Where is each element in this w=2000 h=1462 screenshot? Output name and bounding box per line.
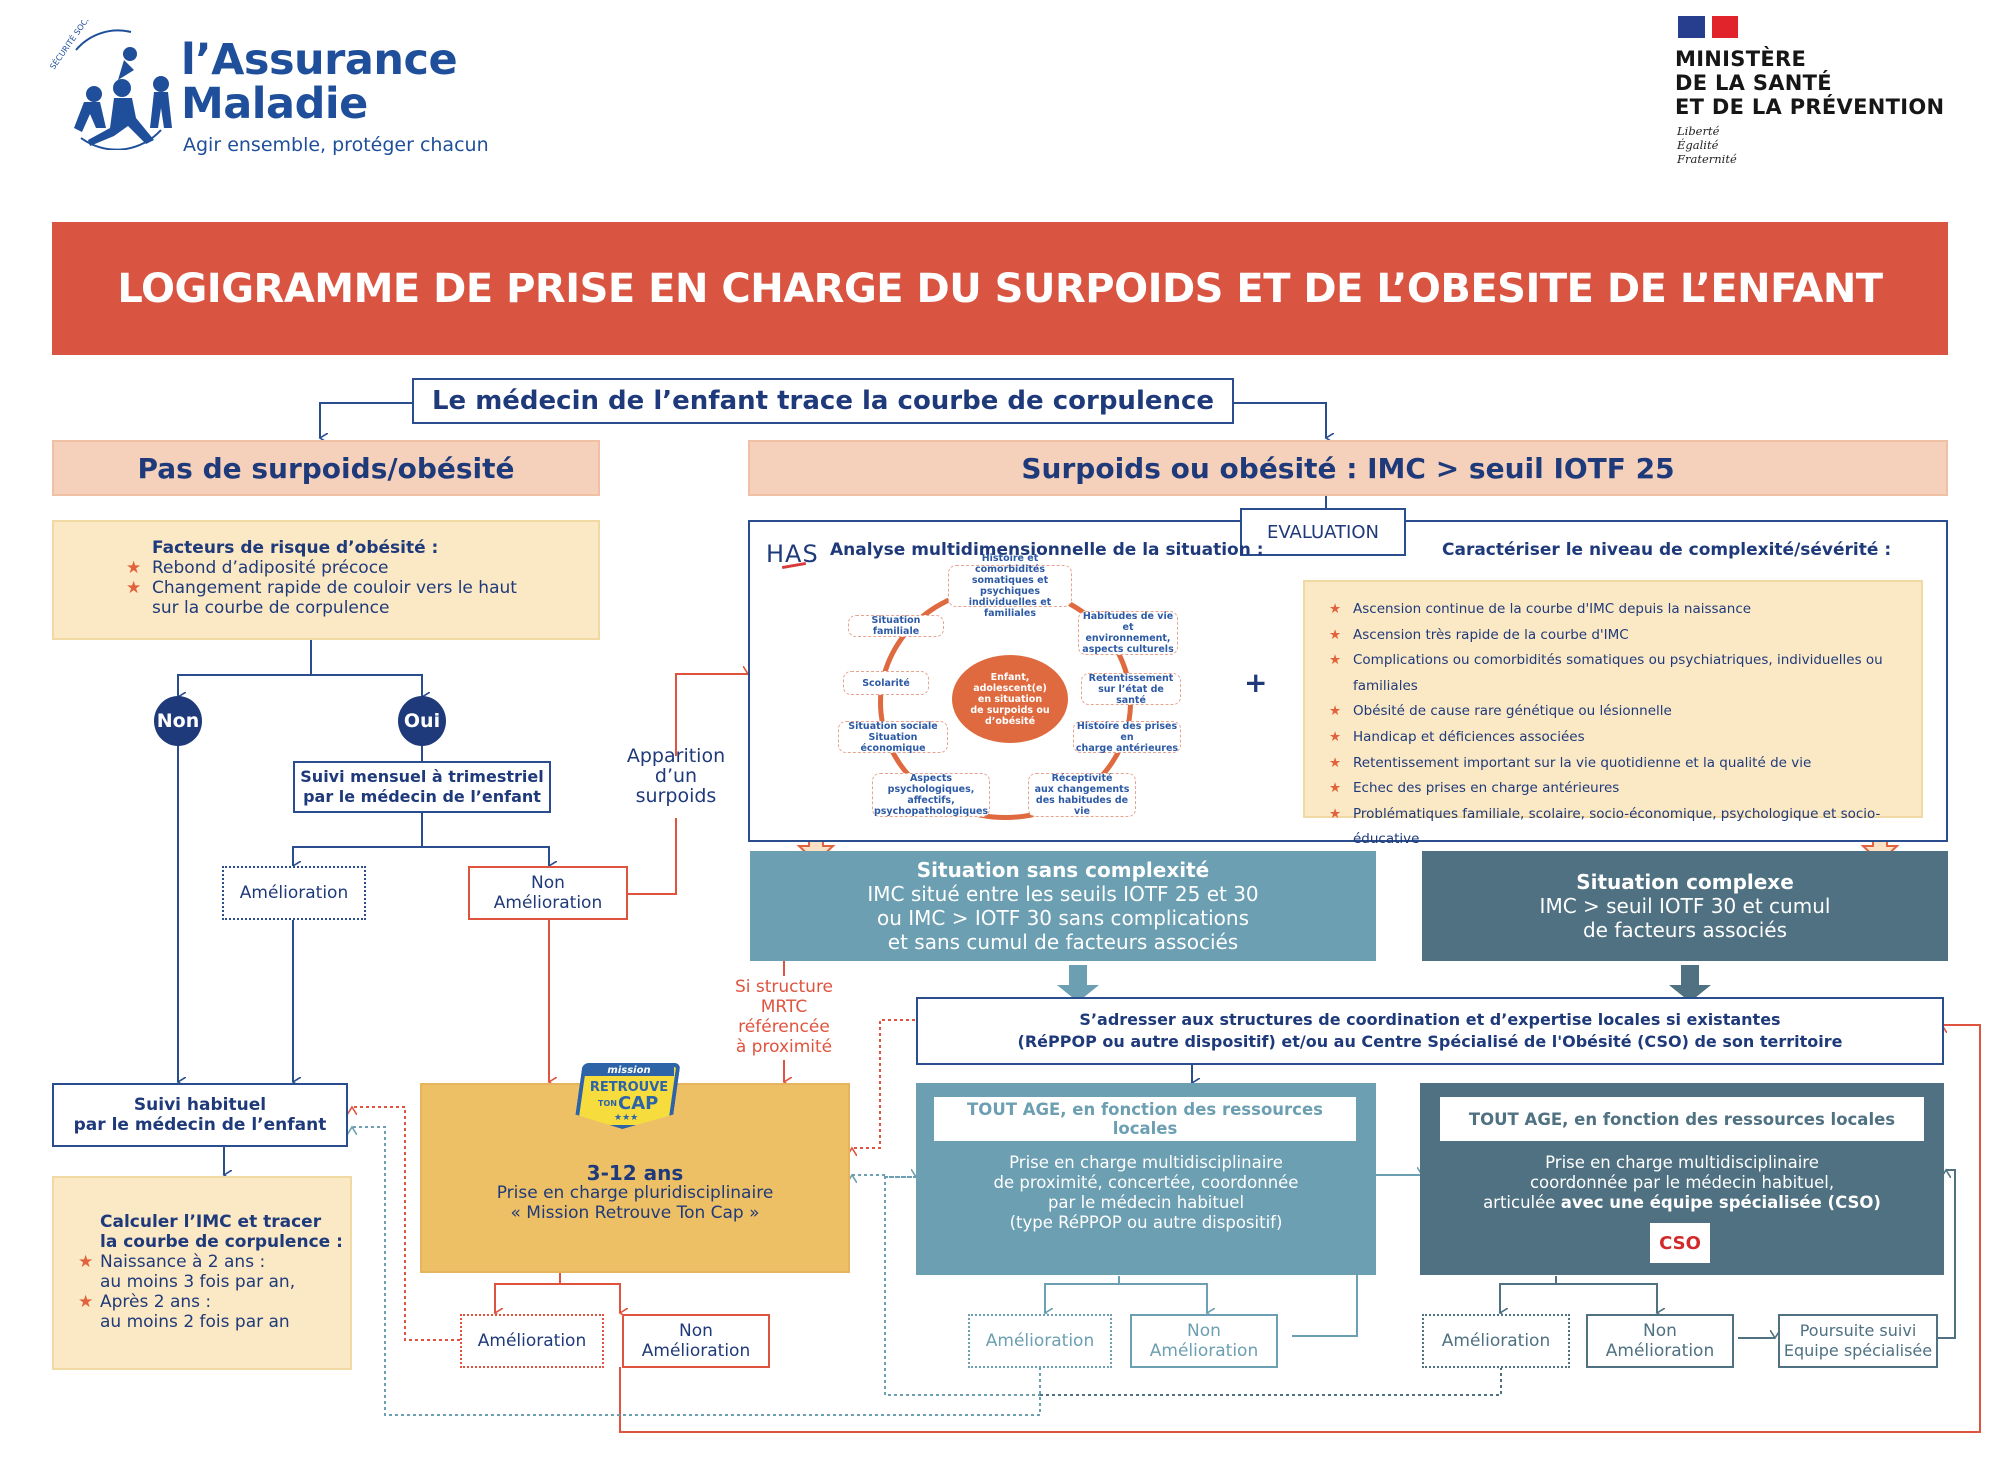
star-icon: ★	[1329, 780, 1342, 797]
ministere-line2: DE LA SANTÉ	[1675, 71, 1832, 95]
wheel-center-node: Enfant, adolescent(e) en situation de su…	[952, 655, 1068, 743]
cso-age-tab: TOUT AGE, en fonction des ressources loc…	[1440, 1097, 1924, 1141]
star-icon: ★	[1329, 601, 1342, 617]
star-icon: ★	[78, 1292, 94, 1312]
bmi-tracking-box: Calculer l’IMC et tracer la courbe de co…	[52, 1176, 352, 1370]
coordination-box: S’adresser aux structures de coordinatio…	[916, 997, 1944, 1065]
mrtc-outcome-non-amelioration: Non Amélioration	[622, 1314, 770, 1368]
star-icon: ★	[78, 1252, 94, 1272]
no-overweight-header: Pas de surpoids/obésité	[52, 440, 600, 496]
assurance-maladie-logo: SÉCURITÉ SOCIALE l’Assurance Maladie Agi…	[36, 20, 516, 170]
star-icon: ★	[126, 558, 142, 578]
ministere-line1: MINISTÈRE	[1675, 47, 1807, 71]
risk-factors-title: Facteurs de risque d’obésité :	[152, 538, 439, 558]
specialized-followup-box: Poursuite suivi Equipe spécialisée	[1778, 1314, 1938, 1368]
stars-icon: ★★★	[614, 1113, 639, 1123]
star-icon: ★	[1329, 652, 1342, 669]
star-icon: ★	[1329, 626, 1342, 643]
wheel-node-school: Scolarité	[843, 671, 929, 695]
cso-logo: CSO	[1650, 1223, 1710, 1263]
mrtc-program-box: mission RETROUVE TON CAP ★★★ 3-12 ans Pr…	[420, 1083, 850, 1273]
usual-followup-box: Suivi habituel par le médecin de l’enfan…	[52, 1083, 348, 1147]
motto-egalite: Égalité	[1677, 138, 1719, 152]
star-icon: ★	[1329, 805, 1342, 822]
star-icon: ★	[1329, 703, 1342, 720]
star-icon: ★	[126, 578, 142, 598]
start-box: Le médecin de l’enfant trace la courbe d…	[412, 378, 1234, 424]
proximity-care-box: TOUT AGE, en fonction des ressources loc…	[916, 1083, 1376, 1275]
risk-factors-box: Facteurs de risque d’obésité : ★Rebond d…	[52, 520, 600, 640]
family-figures-icon: SÉCURITÉ SOCIALE	[47, 20, 172, 150]
evaluation-tab: EVALUATION	[1240, 508, 1406, 556]
plus-icon: +	[1244, 666, 1268, 699]
proximity-age-tab: TOUT AGE, en fonction des ressources loc…	[934, 1097, 1356, 1141]
ministere-line3: ET DE LA PRÉVENTION	[1675, 95, 1945, 119]
motto-fraternite: Fraternité	[1677, 152, 1737, 166]
mrtc-condition-label: Si structure MRTC référencée à proximité	[734, 977, 834, 1057]
wheel-node-family: Situation familiale	[848, 615, 944, 637]
mission-retrouve-ton-cap-logo: mission RETROUVE TON CAP ★★★	[562, 1063, 692, 1149]
mrtc-age: 3-12 ans	[586, 1161, 684, 1185]
severity-title: Caractériser le niveau de complexité/sév…	[1442, 540, 1892, 560]
has-logo: HAS	[766, 540, 819, 570]
page-title-banner: LOGIGRAMME DE PRISE EN CHARGE DU SURPOID…	[52, 222, 1948, 355]
proximity-outcome-amelioration: Amélioration	[968, 1314, 1112, 1368]
analysis-title: Analyse multidimensionnelle de la situat…	[830, 540, 1264, 560]
page-title: LOGIGRAMME DE PRISE EN CHARGE DU SURPOID…	[117, 265, 1883, 312]
situation-complexe: Situation complexe IMC > seuil IOTF 30 e…	[1422, 851, 1948, 961]
severity-criteria-box: ★Ascension continue de la courbe d'IMC d…	[1303, 580, 1923, 847]
cso-outcome-non-amelioration: Non Amélioration	[1586, 1314, 1734, 1368]
star-icon: ★	[1329, 754, 1342, 771]
analysis-wheel: Enfant, adolescent(e) en situation de su…	[838, 553, 1181, 835]
cso-care-box: TOUT AGE, en fonction des ressources loc…	[1420, 1083, 1944, 1275]
outcome-amelioration-left: Amélioration	[222, 866, 366, 920]
monthly-followup-box: Suivi mensuel à trimestriel par le médec…	[293, 761, 551, 813]
decision-oui: Oui	[398, 696, 446, 746]
mrtc-outcome-amelioration: Amélioration	[460, 1314, 604, 1368]
wheel-node-psychology: Aspects psychologiques,affectifs,psychop…	[872, 773, 990, 817]
outcome-non-amelioration-left: Non Amélioration	[468, 866, 628, 920]
connector-start-left	[320, 402, 412, 438]
overweight-appearance-label: Apparition d’un surpoids	[626, 745, 726, 807]
brand-name-line1: l’Assurance	[181, 35, 458, 85]
cso-outcome-amelioration: Amélioration	[1422, 1314, 1570, 1368]
connector-start-right	[1234, 402, 1326, 438]
brand-name-line2: Maladie	[181, 79, 368, 129]
decision-non: Non	[154, 696, 202, 746]
proximity-outcome-non-amelioration: Non Amélioration	[1130, 1314, 1278, 1368]
star-icon: ★	[1329, 728, 1342, 745]
svg-text:SÉCURITÉ SOCIALE: SÉCURITÉ SOCIALE	[47, 20, 100, 71]
marianne-flag-icon	[1678, 16, 1738, 38]
brand-tagline: Agir ensemble, protéger chacun	[183, 134, 489, 156]
ministere-logo: MINISTÈRE DE LA SANTÉ ET DE LA PRÉVENTIO…	[1675, 14, 1975, 174]
motto-liberte: Liberté	[1677, 124, 1720, 138]
situation-sans-complexite: Situation sans complexité IMC situé entr…	[750, 851, 1376, 961]
overweight-header: Surpoids ou obésité : IMC > seuil IOTF 2…	[748, 440, 1948, 496]
